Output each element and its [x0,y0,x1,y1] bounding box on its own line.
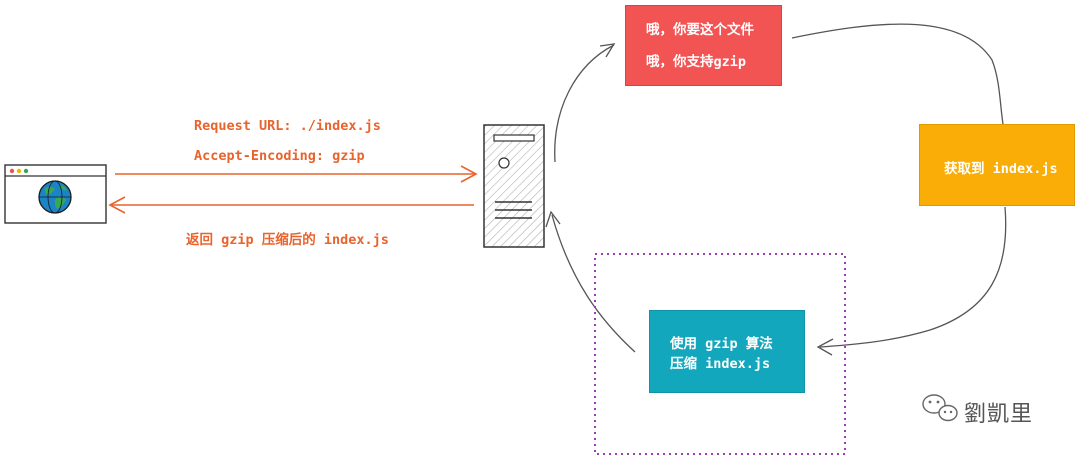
watermark-text: 劉凱里 [964,402,1034,427]
accept-encoding-label: Accept-Encoding: gzip [194,148,365,164]
browser-max-dot [23,168,29,174]
check-to-fetch-arrow [791,23,1004,125]
request-arrow [115,165,478,183]
request-url-label: Request URL: ./index.js [194,118,381,134]
browser-close-dot [9,168,15,174]
wechat-icon [922,394,958,422]
response-label: 返回 gzip 压缩后的 index.js [186,232,389,248]
check-step-box: 哦，你要这个文件 哦，你支持gzip [625,5,782,86]
globe-icon [38,180,72,214]
compress-dotted-frame [594,253,846,455]
check-step-line1: 哦，你要这个文件 [646,22,754,38]
check-step-line2: 哦，你支持gzip [646,54,747,70]
server-icon [483,124,545,248]
compress-step-box: 使用 gzip 算法 压缩 index.js [649,310,805,393]
server-to-check-arrow [554,43,616,163]
compress-step-line2: 压缩 index.js [670,356,771,372]
browser-min-dot [16,168,22,174]
browser-icon [4,164,107,224]
compress-step-line1: 使用 gzip 算法 [670,336,773,352]
fetch-to-compress-arrow [816,206,1007,356]
fetch-step-box: 获取到 index.js [919,124,1075,206]
response-arrow [108,196,474,214]
compress-to-server-arrow [545,210,636,353]
fetch-step-label: 获取到 index.js [944,161,1058,177]
